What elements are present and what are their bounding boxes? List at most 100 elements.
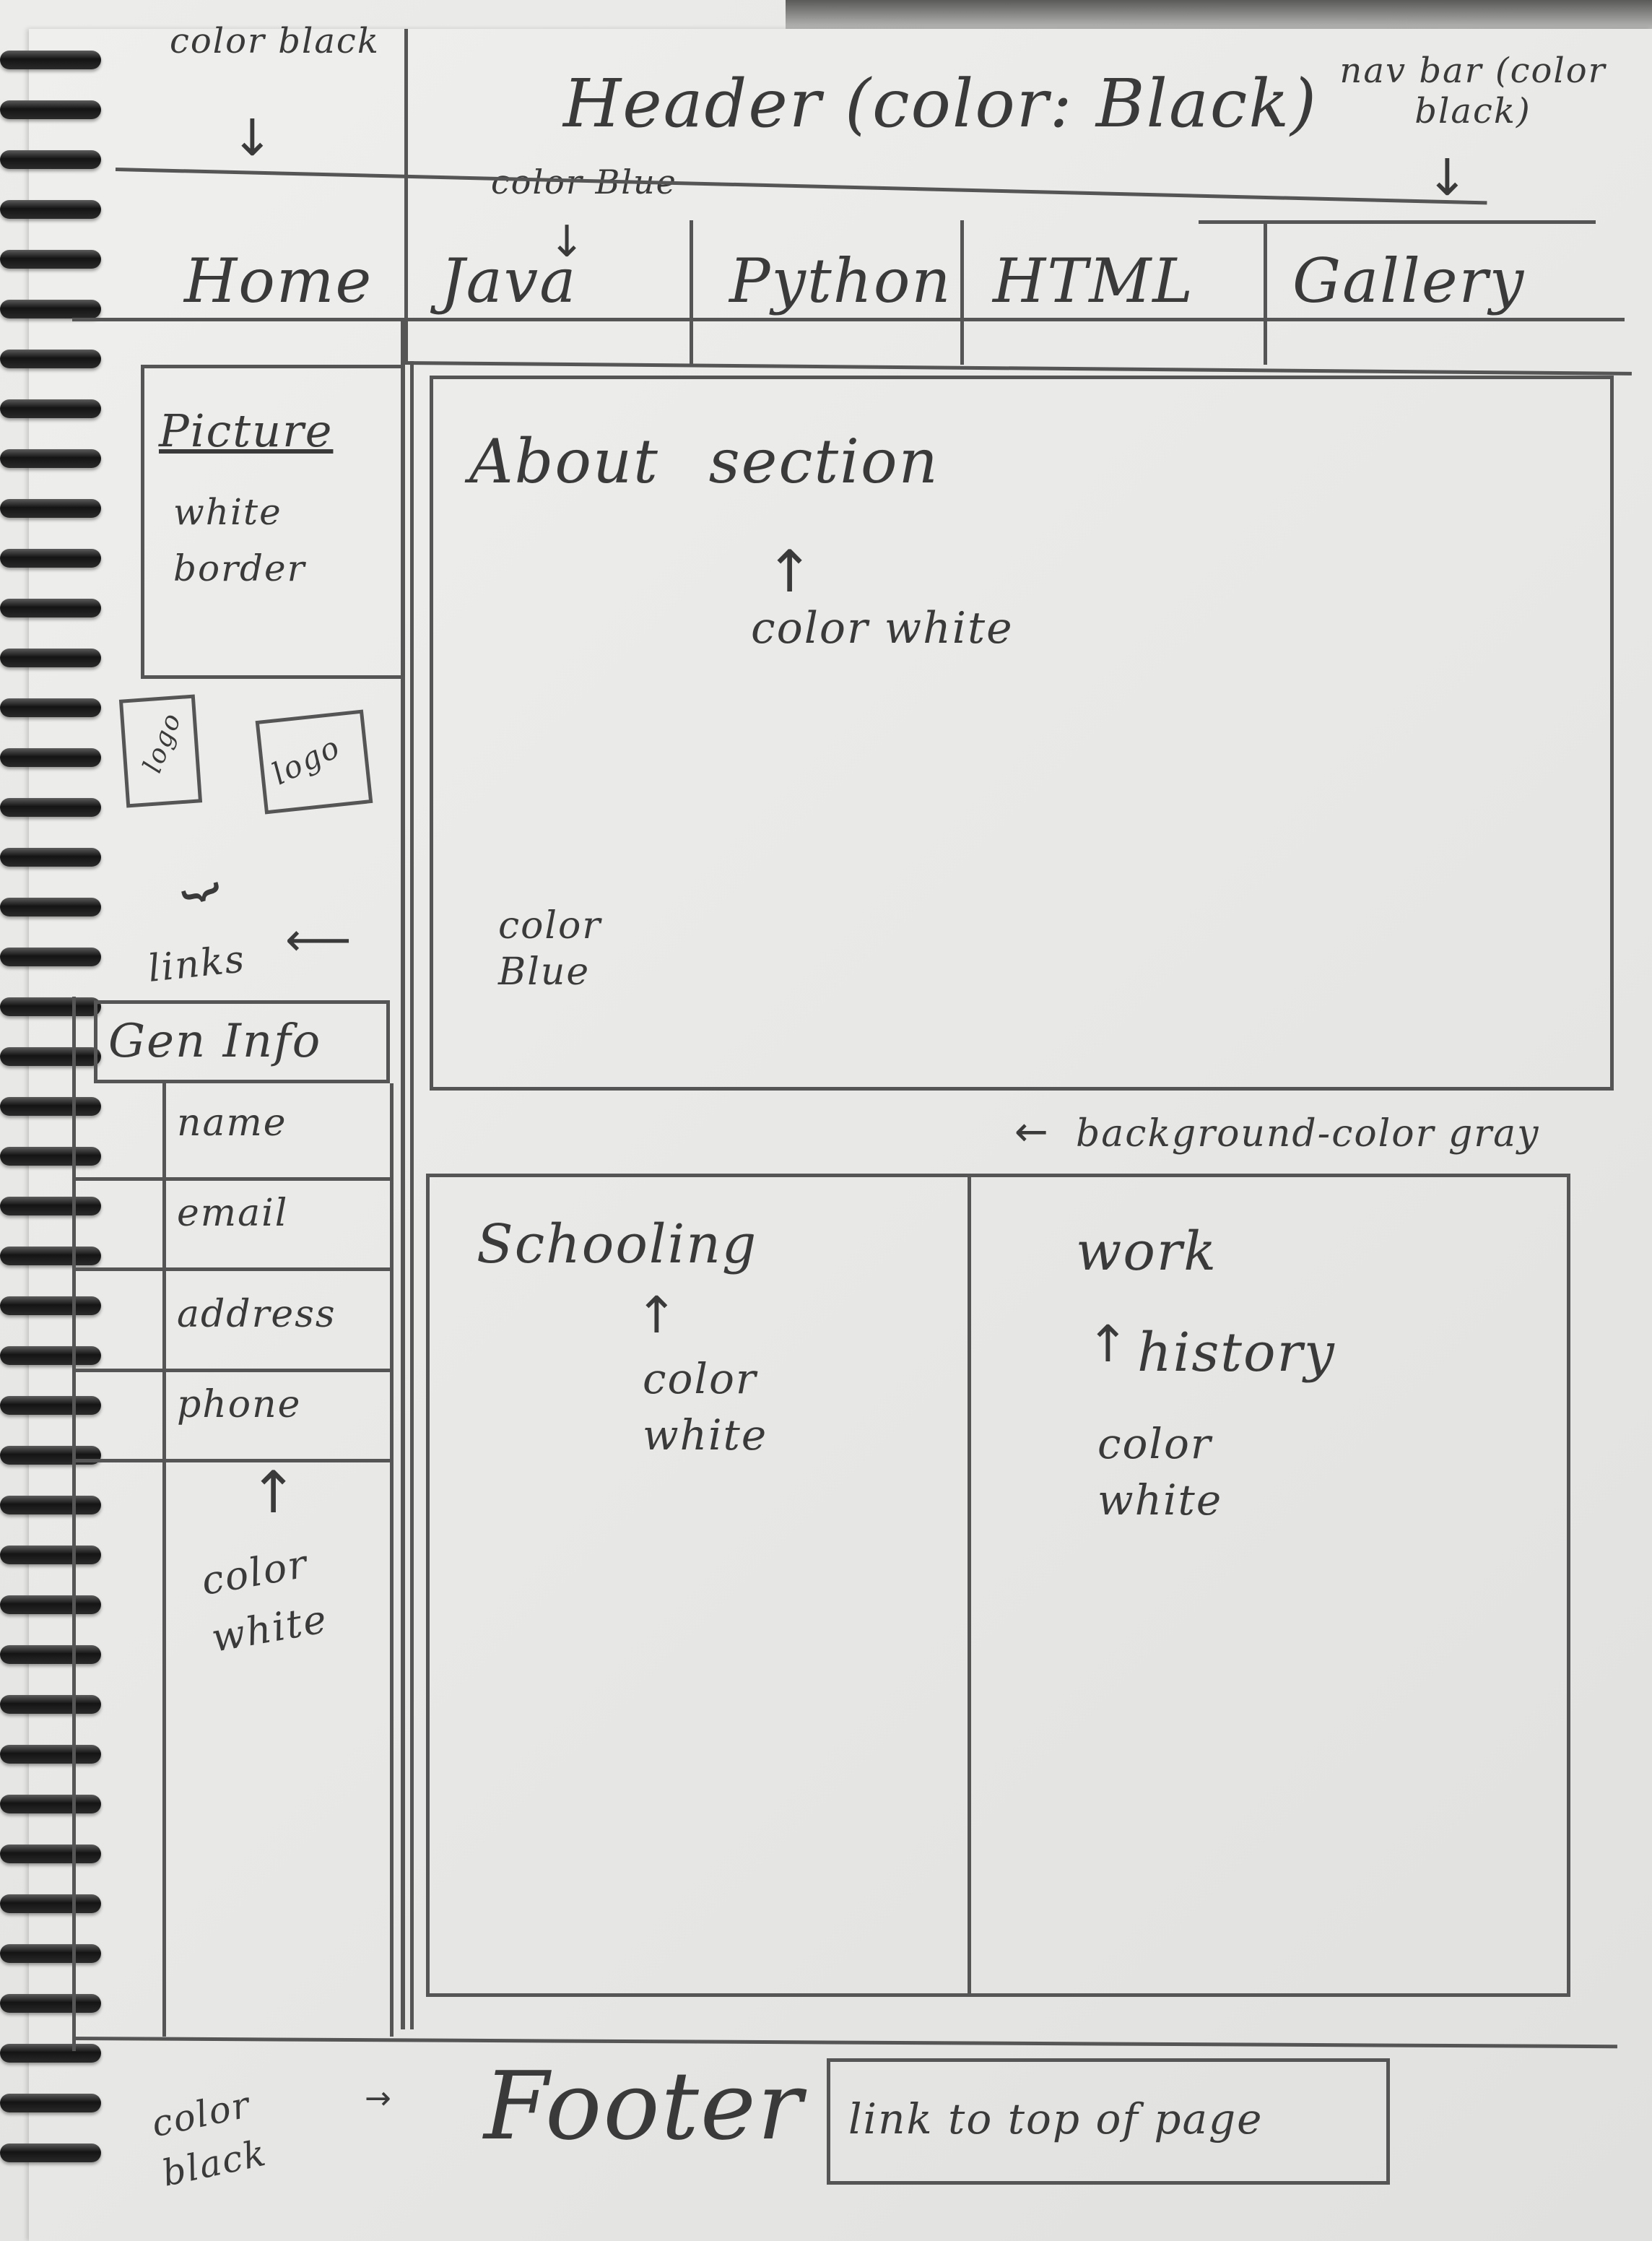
spiral-coil <box>0 1795 101 1813</box>
spiral-coil <box>0 499 101 518</box>
about-section <box>430 376 1614 1091</box>
nav-bar-note: nav bar (color black) <box>1339 51 1607 131</box>
spiral-coil <box>0 948 101 966</box>
gen-info-field-address: address <box>177 1293 336 1336</box>
spiral-coil <box>0 1994 101 2013</box>
spiral-binding <box>0 29 108 2241</box>
sidebar-divider-inner <box>410 361 414 2029</box>
spiral-coil <box>0 1097 101 1116</box>
header-vertical-divider <box>404 29 408 332</box>
footer-title: Footer <box>484 2051 804 2161</box>
sidebar-outer-line <box>72 997 76 2051</box>
spiral-coil <box>0 798 101 817</box>
spiral-coil <box>0 1296 101 1315</box>
work-history-label: history <box>1137 1322 1336 1384</box>
spiral-coil <box>0 300 101 318</box>
back-to-top-link[interactable]: link to top of page <box>827 2058 1390 2185</box>
spiral-coil <box>0 100 101 119</box>
left-arrow-icon: ← <box>1014 1109 1048 1156</box>
about-section-label: About section <box>469 426 939 497</box>
work-color-note: color white <box>1097 1419 1223 1525</box>
links-color-note: color Blue <box>498 904 602 994</box>
nav-item-java[interactable]: Java <box>440 246 578 316</box>
logo-label: logo <box>266 728 347 792</box>
spiral-coil <box>0 1147 101 1166</box>
nav-item-divider <box>690 220 693 365</box>
nav-item-divider <box>404 220 408 365</box>
schooling-work-divider <box>968 1177 971 1997</box>
spiral-coil <box>0 1546 101 1564</box>
header-left-color-note: color black <box>170 21 380 61</box>
gen-info-row-divider <box>76 1369 394 1372</box>
spiral-coil <box>0 2094 101 2112</box>
work-section-label: work <box>1076 1221 1218 1283</box>
spiral-coil <box>0 150 101 169</box>
gen-info-inner-left-line <box>162 1083 166 2037</box>
spiral-coil <box>0 1645 101 1664</box>
right-arrow-icon: → <box>365 2080 391 2117</box>
schooling-section-label: Schooling <box>477 1213 758 1275</box>
spiral-coil <box>0 1695 101 1714</box>
about-color-note: color white <box>751 603 1014 654</box>
spiral-coil <box>0 649 101 667</box>
spiral-coil <box>0 1894 101 1913</box>
gen-info-row-divider <box>76 1267 394 1271</box>
spiral-coil <box>0 250 101 269</box>
down-arrow-icon: ↓ <box>549 217 586 267</box>
up-arrow-icon: ↑ <box>635 1286 678 1345</box>
nav-top-line <box>1199 220 1596 224</box>
spiral-coil <box>0 1396 101 1415</box>
down-arrow-icon: ↓ <box>1426 148 1469 207</box>
bottom-sections-container <box>426 1174 1570 1997</box>
spiral-coil <box>0 848 101 867</box>
nav-item-gallery[interactable]: Gallery <box>1292 246 1526 316</box>
gen-info-title: Gen Info <box>108 1015 322 1068</box>
up-arrow-icon: ↑ <box>765 538 814 605</box>
schooling-color-note: color white <box>643 1354 768 1460</box>
spiral-coil <box>0 748 101 767</box>
gen-info-field-name: name <box>177 1101 287 1145</box>
gen-info-row-divider <box>76 1459 394 1462</box>
logo-box-2[interactable]: logo <box>255 709 373 815</box>
gen-info-row-divider <box>76 1177 394 1181</box>
spiral-coil <box>0 51 101 69</box>
spiral-coil <box>0 549 101 568</box>
down-arrow-icon: ↓ <box>231 108 274 168</box>
spiral-coil <box>0 1944 101 1963</box>
picture-border-note: white border <box>173 491 306 589</box>
gen-info-field-email: email <box>177 1192 289 1235</box>
spiral-coil <box>0 698 101 717</box>
gen-info-field-phone: phone <box>177 1383 302 1426</box>
nav-item-divider <box>960 220 964 365</box>
left-arrow-icon: ⟵ <box>285 914 352 967</box>
nav-bottom-line <box>72 318 1625 321</box>
logo-box-1[interactable]: logo <box>118 694 203 808</box>
spiral-coil <box>0 1845 101 1863</box>
nav-item-home[interactable]: Home <box>184 246 373 316</box>
spiral-coil <box>0 1346 101 1365</box>
spiral-coil <box>0 2044 101 2063</box>
spiral-coil <box>0 350 101 368</box>
sketch-paper <box>29 29 1652 2241</box>
spiral-coil <box>0 1197 101 1215</box>
header-title: Header (color: Black) <box>563 65 1318 142</box>
sidebar-divider <box>401 318 405 2029</box>
background-color-note: background-color gray <box>1076 1112 1540 1156</box>
spiral-coil <box>0 1247 101 1265</box>
spiral-coil <box>0 997 101 1016</box>
nav-item-html[interactable]: HTML <box>993 246 1195 316</box>
spiral-coil <box>0 599 101 617</box>
up-arrow-icon: ↑ <box>249 1459 298 1526</box>
gen-info-header <box>94 1000 390 1083</box>
spiral-coil <box>0 1047 101 1066</box>
spiral-coil <box>0 898 101 916</box>
spiral-coil <box>0 200 101 219</box>
picture-label: Picture <box>159 404 334 457</box>
nav-item-python[interactable]: Python <box>729 246 952 316</box>
back-to-top-label: link to top of page <box>848 2094 1264 2144</box>
spiral-coil <box>0 1496 101 1514</box>
up-arrow-icon: ↑ <box>1087 1314 1129 1374</box>
spiral-coil <box>0 2144 101 2162</box>
spiral-coil <box>0 449 101 468</box>
logo-label: logo <box>137 708 188 777</box>
